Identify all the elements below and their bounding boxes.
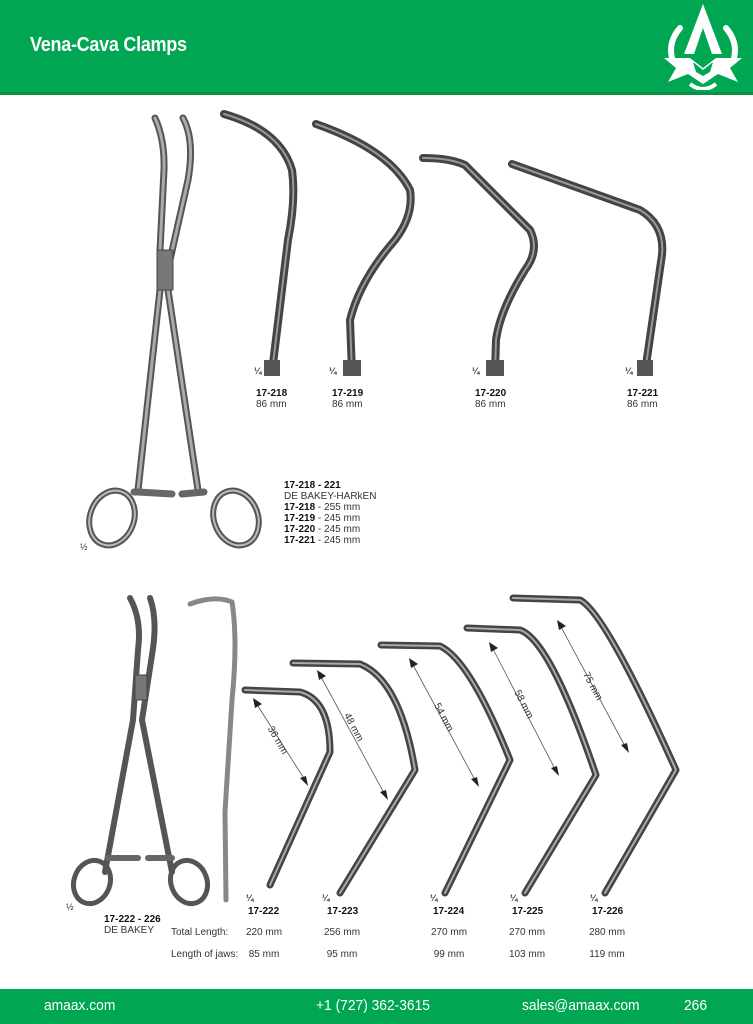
scale-label: ¼	[329, 366, 337, 376]
scale-label: ¼	[590, 893, 598, 903]
scale-label: ¼	[430, 893, 438, 903]
jaw-length-value: 119 mm	[589, 949, 625, 960]
jaw-label-17-219: 17-219 86 mm	[332, 388, 364, 410]
jaw-17-220-icon	[419, 154, 538, 376]
jaw-length-value: 85 mm	[248, 949, 280, 960]
jaw-17-225-icon	[463, 624, 600, 897]
phone-number[interactable]: +1 (727) 362-3615	[316, 997, 430, 1014]
jaw-17-221-icon	[508, 160, 667, 376]
scale-label: ½	[66, 902, 74, 912]
jaw-code: 17-222	[248, 906, 280, 917]
header-divider	[0, 92, 753, 95]
total-length-value: 280 mm	[588, 927, 626, 938]
jaw-length-value: 103 mm	[508, 949, 546, 960]
jaw-length-label: Length of jaws:	[171, 949, 239, 960]
page-footer: amaax.com +1 (727) 362-3615 sales@amaax.…	[0, 989, 753, 1024]
scale-label: ¼	[510, 893, 518, 903]
jaw-code: 17-223	[327, 906, 359, 917]
page-header: Vena-Cava Clamps	[0, 0, 753, 92]
scale-label: ¼	[472, 366, 480, 376]
spec-block-17-222-226: 17-222 - 226 DE BAKEY	[104, 914, 161, 936]
total-length-value: 270 mm	[430, 927, 468, 938]
scale-label: ¼	[322, 893, 330, 903]
jaw-length-value: 99 mm	[433, 949, 465, 960]
amaax-logo-icon	[664, 4, 742, 90]
jaw-code: 17-224	[433, 906, 465, 917]
jaw-code: 17-226	[592, 906, 624, 917]
jaw-code: 17-225	[512, 906, 544, 917]
total-length-value: 256 mm	[323, 927, 361, 938]
jaw-length-value: 95 mm	[326, 949, 358, 960]
scale-label: ¼	[625, 366, 633, 376]
scale-label: ¼	[246, 893, 254, 903]
scale-label: ½	[80, 542, 88, 552]
email-link[interactable]: sales@amaax.com	[522, 997, 640, 1014]
total-length-value: 220 mm	[245, 927, 283, 938]
scale-label: ¼	[254, 366, 262, 376]
page-title: Vena-Cava Clamps	[30, 34, 187, 56]
jaw-17-222-icon	[241, 686, 334, 889]
clamp-17-218-221-full-icon	[86, 114, 262, 549]
spec-block-17-218-221: 17-218 - 221 DE BAKEY-HARkEN 17-218 - 25…	[284, 480, 377, 546]
jaw-label-17-218: 17-218 86 mm	[256, 388, 288, 410]
clamp-17-222-226-full-icon	[70, 595, 238, 907]
jaw-17-224-icon	[377, 641, 514, 897]
total-length-label: Total Length:	[171, 927, 229, 938]
jaw-label-17-220: 17-220 86 mm	[475, 388, 507, 410]
website-link[interactable]: amaax.com	[44, 997, 116, 1014]
total-length-value: 270 mm	[508, 927, 546, 938]
jaw-label-17-221: 17-221 86 mm	[627, 388, 659, 410]
jaw-17-219-icon	[312, 120, 415, 376]
page-number: 266	[684, 997, 708, 1014]
